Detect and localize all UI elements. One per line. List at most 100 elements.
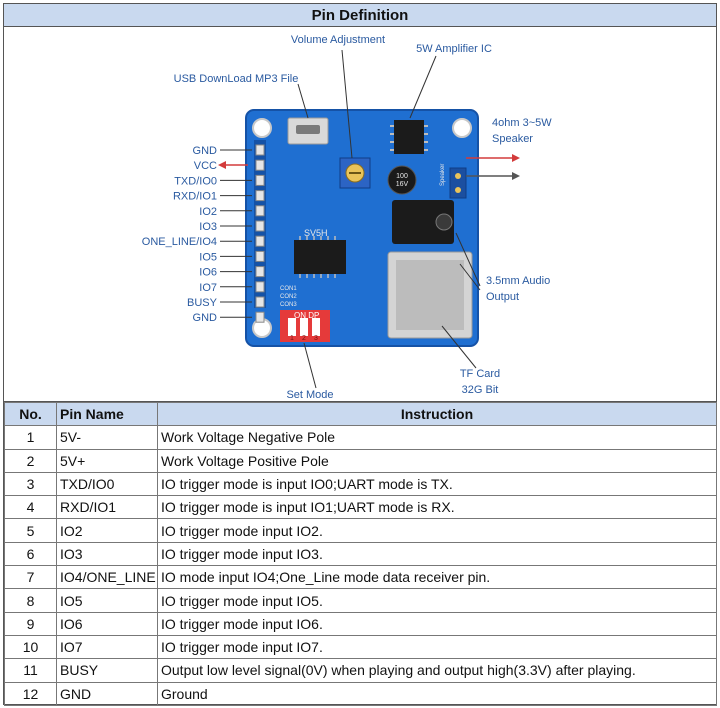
header-no: No. [4, 401, 57, 427]
mount-hole-icon [452, 118, 472, 138]
pin-pad-icon [255, 220, 265, 232]
table-header-row: No. Pin Name Instruction [4, 401, 717, 427]
cell-instruction: IO trigger mode input IO6. [157, 611, 717, 636]
pin-label: IO2 [199, 206, 217, 218]
cell-no: 1 [4, 425, 57, 450]
pin-pad-icon [255, 266, 265, 278]
cell-instruction: IO mode input IO4;One_Line mode data rec… [157, 565, 717, 590]
pin-pad-icon [255, 311, 265, 323]
cell-instruction: IO trigger mode is input IO0;UART mode i… [157, 471, 717, 497]
svg-text:CON1: CON1 [280, 286, 297, 292]
speaker-arrow-icon [512, 172, 520, 180]
cell-no: 6 [4, 541, 57, 567]
callout-tf-1: TF Card [460, 368, 500, 380]
cell-pin-name: 5V+ [56, 448, 158, 473]
pin-pad-icon [255, 235, 265, 247]
pin-label: TXD/IO0 [174, 175, 217, 187]
svg-text:CON3: CON3 [280, 302, 297, 308]
main-chip-icon [294, 240, 346, 274]
callout-tf-2: 32G Bit [462, 384, 499, 396]
cell-no: 11 [4, 658, 57, 683]
callout-amplifier: 5W Amplifier IC [416, 43, 492, 55]
cell-instruction: IO trigger mode input IO7. [157, 634, 717, 660]
cell-no: 3 [4, 471, 57, 497]
pin-definition-sheet: Pin Definition [3, 3, 717, 706]
speaker-terminal-icon [449, 167, 467, 199]
header-pin-name: Pin Name [56, 401, 158, 427]
pin-pad-icon [255, 281, 265, 293]
pin-label: GND [193, 312, 218, 324]
cell-instruction: IO trigger mode input IO3. [157, 541, 717, 567]
cell-instruction: IO trigger mode input IO2. [157, 518, 717, 543]
pin-pad-icon [255, 174, 265, 186]
cell-pin-name: IO3 [56, 541, 158, 567]
pin-label: IO6 [199, 267, 217, 279]
module-diagram: 100 16V Speaker SV5H CON1 CO [142, 34, 552, 401]
svg-text:100: 100 [396, 173, 408, 180]
callout-usb: USB DownLoad MP3 File [174, 73, 299, 85]
cell-pin-name: RXD/IO1 [56, 495, 158, 520]
header-instruction: Instruction [157, 401, 717, 427]
page-title: Pin Definition [4, 4, 716, 27]
amplifier-ic-icon [394, 120, 424, 154]
pin-label: IO7 [199, 282, 217, 294]
pin-pad-icon [255, 190, 265, 202]
cell-no: 7 [4, 565, 57, 590]
callout-speaker-1: 4ohm 3~5W [492, 117, 552, 129]
cell-pin-name: TXD/IO0 [56, 471, 158, 497]
cell-pin-name: IO7 [56, 634, 158, 660]
cell-no: 4 [4, 495, 57, 520]
pin-pad-icon [255, 159, 265, 171]
dip-number: 3 [314, 335, 318, 342]
svg-text:ON DP: ON DP [294, 311, 319, 320]
cell-no: 5 [4, 518, 57, 543]
callout-speaker-2: Speaker [492, 133, 533, 145]
cell-no: 2 [4, 448, 57, 473]
pin-label: GND [193, 145, 218, 157]
pin-pad-icon [255, 250, 265, 262]
cell-instruction: Work Voltage Negative Pole [157, 425, 717, 450]
cell-instruction: Ground [157, 681, 717, 706]
pin-label: BUSY [187, 297, 218, 309]
cell-pin-name: IO4/ONE_LINE [56, 565, 158, 590]
audio-jack-icon [392, 200, 454, 244]
pin-pad-icon [255, 205, 265, 217]
callout-volume: Volume Adjustment [291, 34, 385, 46]
cell-no: 10 [4, 634, 57, 660]
cell-pin-name: IO2 [56, 518, 158, 543]
cell-pin-name: IO5 [56, 588, 158, 613]
vcc-arrow-icon [218, 161, 226, 169]
dip-number: 2 [302, 335, 306, 342]
cell-no: 9 [4, 611, 57, 636]
pin-pad-icon [255, 296, 265, 308]
dip-number: 1 [290, 335, 294, 342]
cell-no: 8 [4, 588, 57, 613]
svg-text:CON2: CON2 [280, 294, 297, 300]
callout-set-mode: Set Mode [286, 389, 333, 401]
cell-instruction: IO trigger mode is input IO1;UART mode i… [157, 495, 717, 520]
pin-label: IO3 [199, 221, 217, 233]
pin-label: RXD/IO1 [173, 191, 217, 203]
svg-text:16V: 16V [396, 181, 409, 188]
cell-pin-name: GND [56, 681, 158, 706]
pin-label: VCC [194, 160, 217, 172]
cell-pin-name: 5V- [56, 425, 158, 450]
pin-pad-icon [255, 144, 265, 156]
capacitor-icon [387, 165, 417, 195]
pin-label: IO5 [199, 251, 217, 263]
cell-pin-name: BUSY [56, 658, 158, 683]
callout-audio-2: Output [486, 291, 519, 303]
cell-no: 12 [4, 681, 57, 706]
